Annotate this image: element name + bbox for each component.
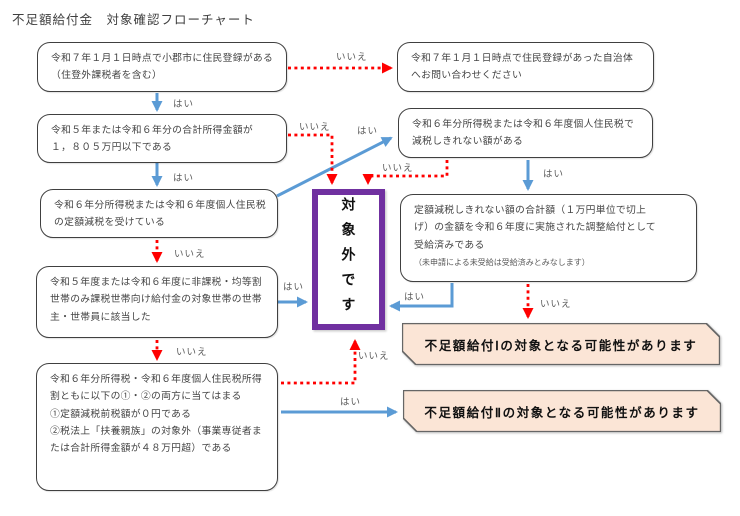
edge-label-no: いいえ	[176, 347, 208, 358]
edge-r3-excluded-yes	[389, 283, 454, 312]
edge-label-no: いいえ	[174, 249, 206, 260]
edge-r2-excluded-no	[362, 160, 449, 185]
node-household-benefit-check: 令和５年度または令和６年度に非課税・均等割 世帯のみ課税世帯向け給付金の対象世帯…	[36, 266, 278, 338]
node-result-benefit-2: 不足額給付Ⅱの対象となる可能性があります	[403, 390, 721, 432]
edge-label-no: いいえ	[382, 163, 414, 174]
edge-label-no: いいえ	[540, 299, 572, 310]
edge-label-yes: はい	[543, 169, 565, 180]
edge-label-yes: はい	[357, 126, 379, 137]
node-residence-check: 令和７年１月１日時点で小郡市に住民登録がある （住登外課税者を含む）	[37, 42, 287, 92]
edge-q5-excluded-no	[281, 339, 361, 385]
edge-q3-r2-yes	[276, 136, 393, 198]
page-title: 不足額給付金 対象確認フローチャート	[12, 13, 255, 27]
node-zero-tax-dependent-check: 令和６年分所得税・令和６年度個人住民税所得 割ともに以下の①・②の両方に当てはま…	[36, 363, 278, 491]
edge-label-no: いいえ	[299, 122, 331, 133]
node-note: （未申請による未受給は受給済みとみなします）	[414, 257, 590, 267]
edge-q2-excluded-no	[288, 133, 338, 185]
edge-label-yes: はい	[173, 173, 195, 184]
edge-label-yes: はい	[173, 99, 195, 110]
node-adjustment-benefit-received-check: 定額減税しきれない額の合計額（１万円単位で切上 げ）の金額を令和６年度に実施され…	[400, 194, 697, 282]
edge-label-yes: はい	[404, 292, 426, 303]
node-not-eligible: 対象外です	[312, 189, 385, 330]
node-income-limit-check: 令和５年または令和６年分の合計所得金額が １，８０５万円以下である	[37, 114, 287, 163]
edge-label-no: いいえ	[336, 52, 368, 63]
node-untaxed-remainder-check: 令和６年分所得税または令和６年度個人住民税で 減税しきれない額がある	[398, 108, 653, 158]
node-fixed-tax-reduction-check: 令和６年分所得税または令和６年度個人住民税 の定額減税を受けている	[40, 189, 278, 238]
edge-label-yes: はい	[283, 282, 305, 293]
edge-label-yes: はい	[340, 397, 362, 408]
node-result-benefit-1: 不足額給付Ⅰの対象となる可能性があります	[402, 323, 720, 365]
node-contact-other-municipality: 令和７年１月１日時点で住民登録があった自治体 へお問い合わせください	[397, 42, 654, 92]
edge-label-no: いいえ	[358, 351, 390, 362]
